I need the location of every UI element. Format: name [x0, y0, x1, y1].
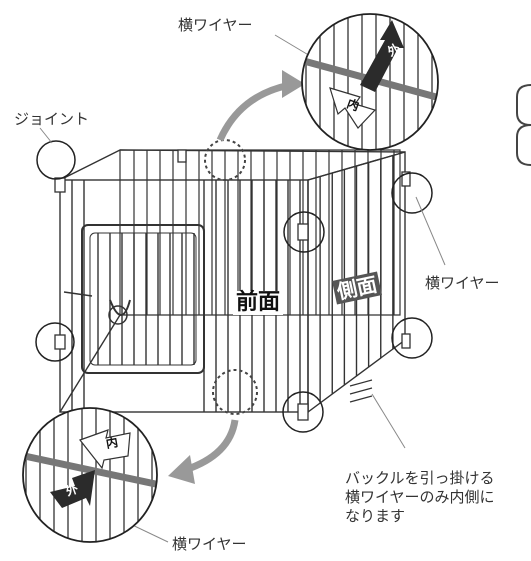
right-wire-label: 横ワイヤー — [425, 274, 500, 292]
buckle-note-line-3: なります — [345, 507, 406, 525]
top-wire-label: 横ワイヤー — [178, 16, 253, 34]
top-detail-circle — [301, 13, 439, 151]
cage-top-edges — [59, 149, 406, 413]
front-face-label: 前面 — [233, 291, 284, 315]
bottom-magnified-detail — [23, 408, 157, 542]
outside-arrow-dark-bottom — [50, 470, 95, 508]
curved-arrow-top-head — [282, 70, 305, 98]
bottom-wire-label: 横ワイヤー — [172, 535, 247, 553]
joint-clips — [54, 149, 411, 421]
door-latch — [63, 291, 128, 325]
bottom-inside-tag: 内 — [104, 435, 120, 451]
buckle-note-line-2: 横ワイヤーのみ内側に — [345, 488, 495, 506]
side-grille — [349, 379, 373, 403]
wire-detail-dotted-circles — [204, 139, 258, 415]
joint-label: ジョイント — [14, 110, 90, 128]
inside-arrow-white-bottom — [79, 429, 131, 470]
bottom-detail-circle — [22, 407, 158, 543]
curved-arrow-bottom — [183, 419, 239, 474]
inside-arrow-white — [329, 87, 377, 129]
buckle-note-line-1: バックルを引っ掛ける — [345, 469, 495, 487]
joint-highlight-circles — [35, 140, 433, 433]
curved-arrow-bottom-head — [168, 455, 195, 484]
curved-arrow-top — [216, 81, 291, 142]
cage-door — [81, 224, 205, 374]
buckle-note: バックルを引っ掛ける 横ワイヤーのみ内側に なります — [345, 469, 495, 526]
outside-arrow-dark — [360, 20, 404, 92]
cage-back-panel — [119, 149, 401, 316]
top-magnified-detail — [302, 14, 438, 150]
partial-clip-icon — [516, 84, 531, 166]
